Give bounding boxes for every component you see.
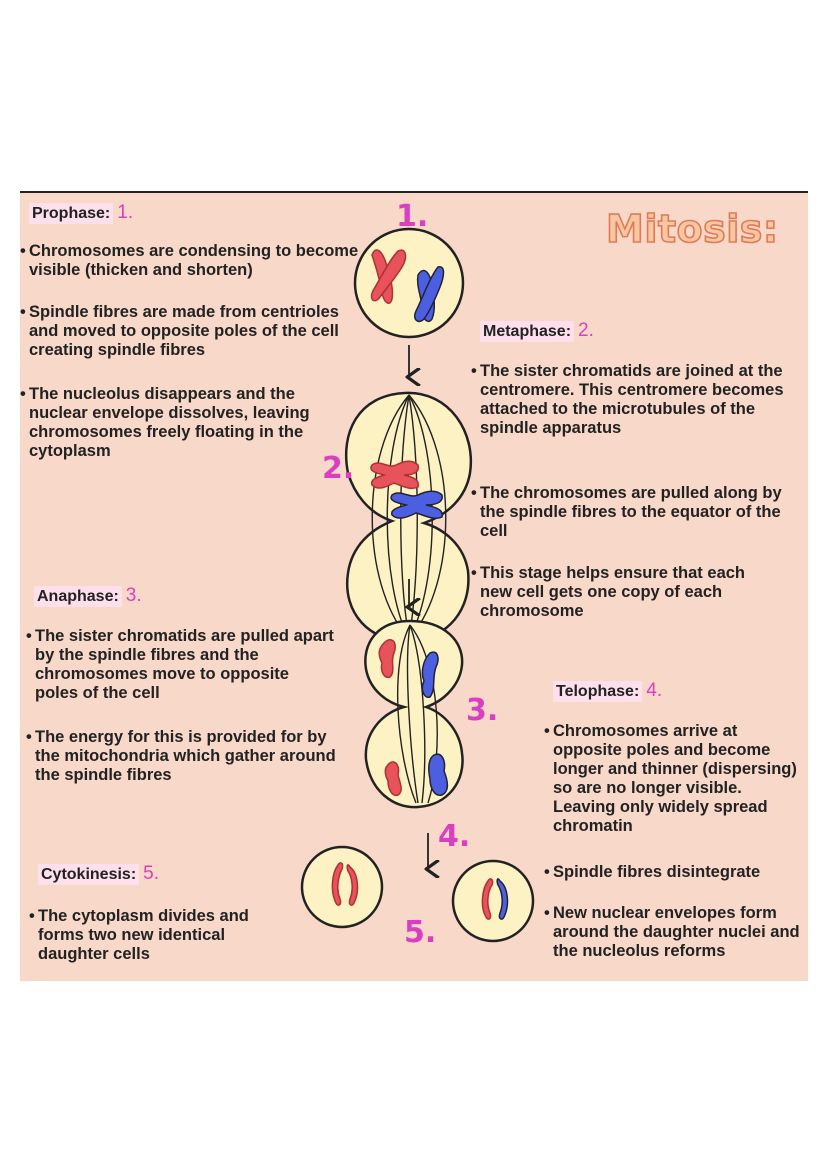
cytokinesis-bullet-1-text: The cytoplasm divides and forms two new … — [38, 907, 249, 963]
blue-chromosome — [390, 490, 443, 520]
metaphase-bullet-1: •The sister chromatids are joined at the… — [471, 362, 784, 437]
metaphase-bullet-2: •The chromosomes are pulled along by the… — [471, 484, 782, 540]
prophase-heading: Prophase:1. — [29, 202, 134, 224]
metaphase-bullet-3-text: This stage helps ensure that each new ce… — [480, 564, 745, 620]
spindle-fibres — [396, 624, 438, 804]
cytokinesis-number: 5. — [143, 863, 159, 884]
telophase-bullet-1-text: Chromosomes arrive at opposite poles and… — [553, 722, 797, 835]
anaphase-cell — [364, 619, 464, 809]
red-chromosome — [331, 862, 344, 906]
metaphase-bullet-3: •This stage helps ensure that each new c… — [471, 564, 745, 620]
anaphase-bullet-2-text: The energy for this is provided for by t… — [35, 728, 336, 784]
anaphase-heading: Anaphase:3. — [34, 585, 142, 607]
stage-number-3: 3. — [466, 693, 499, 728]
red-chromosome — [384, 761, 402, 797]
daughter-cell-left — [300, 845, 384, 929]
stage-number-5: 5. — [404, 915, 437, 950]
red-chromosome — [346, 864, 359, 906]
anaphase-number: 3. — [125, 585, 142, 606]
anaphase-bullet-2: •The energy for this is provided for by … — [26, 728, 336, 784]
metaphase-heading: Metaphase:2. — [480, 320, 594, 342]
prophase-bullet-1: •Chromosomes are condensing to become vi… — [20, 242, 359, 279]
stage-number-2: 2. — [322, 451, 355, 486]
metaphase-cell — [344, 391, 473, 643]
telophase-bullet-2-text: Spindle fibres disintegrate — [553, 863, 761, 881]
blue-chromosome — [421, 651, 439, 698]
telophase-heading: Telophase:4. — [553, 680, 663, 702]
cytokinesis-heading: Cytokinesis:5. — [38, 863, 159, 885]
red-chromosome — [370, 249, 407, 304]
telophase-bullet-2: •Spindle fibres disintegrate — [544, 863, 761, 881]
red-chromosome — [481, 878, 494, 920]
prophase-bullet-2-text: Spindle fibres are made from centrioles … — [29, 303, 339, 359]
telophase-bullet-1: •Chromosomes arrive at opposite poles an… — [544, 722, 797, 835]
anaphase-bullet-1-text: The sister chromatids are pulled apart b… — [35, 627, 334, 702]
anaphase-bullet-1: •The sister chromatids are pulled apart … — [26, 627, 334, 702]
telophase-number: 4. — [646, 680, 663, 701]
telophase-heading-label: Telophase: — [553, 681, 643, 702]
stage-number-4: 4. — [438, 819, 471, 854]
mitosis-diagram — [300, 227, 535, 943]
prophase-bullet-1-text: Chromosomes are condensing to become vis… — [29, 242, 359, 279]
prophase-bullet-2: •Spindle fibres are made from centrioles… — [20, 303, 339, 359]
stage-number-1: 1. — [396, 199, 429, 234]
prophase-number: 1. — [117, 202, 134, 223]
blue-chromosome — [496, 878, 509, 920]
cytokinesis-heading-label: Cytokinesis: — [38, 864, 140, 885]
anaphase-heading-label: Anaphase: — [34, 586, 122, 607]
prophase-bullet-3-text: The nucleolus disappears and the nuclear… — [29, 385, 310, 460]
metaphase-bullet-1-text: The sister chromatids are joined at the … — [480, 362, 784, 437]
prophase-cell — [353, 227, 465, 339]
red-chromosome — [378, 639, 396, 679]
metaphase-number: 2. — [578, 320, 594, 341]
page-title: Mitosis: — [605, 206, 779, 252]
blue-chromosome — [413, 266, 445, 323]
metaphase-heading-label: Metaphase: — [480, 321, 575, 342]
metaphase-bullet-2-text: The chromosomes are pulled along by the … — [480, 484, 782, 540]
red-chromosome — [370, 460, 420, 490]
prophase-bullet-3: •The nucleolus disappears and the nuclea… — [20, 385, 310, 460]
prophase-heading-label: Prophase: — [29, 203, 114, 224]
telophase-bullet-3-text: New nuclear envelopes form around the da… — [553, 904, 800, 960]
daughter-cell-right — [451, 859, 535, 943]
cytokinesis-bullet-1: •The cytoplasm divides and forms two new… — [29, 907, 249, 963]
mitosis-panel: Mitosis: 1. 2. 3. 4. 5. Prophase:1. •Chr… — [20, 191, 808, 981]
blue-chromosome — [428, 753, 449, 796]
telophase-bullet-3: •New nuclear envelopes form around the d… — [544, 904, 800, 960]
